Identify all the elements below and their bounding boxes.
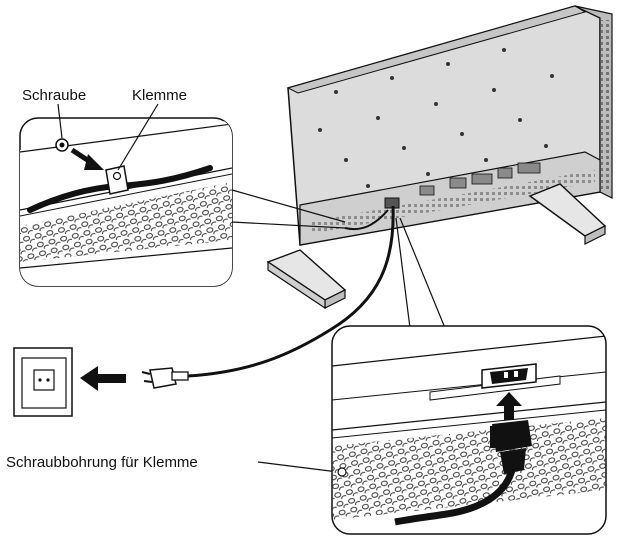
screw-hole: [337, 467, 347, 477]
power-connector: [490, 420, 532, 474]
monitor-back: [266, 5, 613, 310]
leader-lines: [231, 189, 446, 329]
power-plug-icon: [141, 367, 189, 389]
wall-outlet-icon: [13, 347, 73, 417]
power-inlet-detail-box: [331, 325, 607, 535]
clamp-detail-box: [19, 117, 233, 287]
power-cable: [187, 205, 395, 378]
arrow-up-icon: [496, 392, 522, 420]
arrow-left-icon: [80, 366, 126, 391]
klemme-label: Klemme: [132, 87, 188, 104]
arrow-right-icon: [70, 147, 104, 170]
power-inlet-socket: [481, 363, 537, 389]
schraubbohrung-label: Schraubbohrung für Klemme: [6, 454, 198, 471]
schraube-label: Schraube: [22, 87, 87, 104]
